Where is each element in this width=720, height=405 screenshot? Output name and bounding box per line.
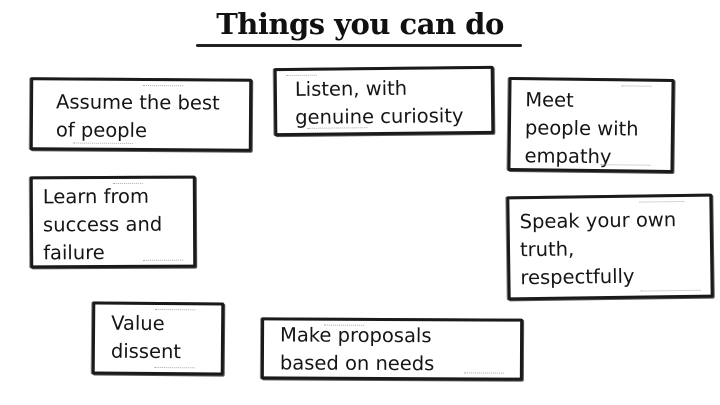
card-decoration [143, 259, 184, 261]
card-label: Make proposals based on needs [279, 323, 435, 376]
card-label: Listen, with genuine curiosity [294, 76, 464, 129]
card-meet-empathy: Meet people with empathy [507, 76, 675, 174]
title-underline [196, 44, 522, 47]
page-title: Things you can do [216, 7, 504, 41]
card-proposals: Make proposals based on needs [260, 317, 524, 381]
card-label: Learn from success and failure [42, 184, 163, 265]
card-assume-best: Assume the best of people [29, 77, 253, 152]
card-decoration [154, 366, 195, 369]
card-value-dissent: Value dissent [91, 301, 225, 376]
card-decoration [639, 200, 685, 203]
card-decoration [463, 372, 504, 374]
card-label: Speak your own truth, respectfully [519, 208, 677, 290]
card-label: Assume the best of people [55, 90, 220, 143]
card-label: Meet people with empathy [524, 88, 639, 169]
card-label: Value dissent [110, 311, 182, 364]
card-decoration [143, 85, 184, 87]
card-listen: Listen, with genuine curiosity [273, 65, 495, 137]
card-learn: Learn from success and failure [29, 175, 197, 269]
card-speak-truth: Speak your own truth, respectfully [506, 193, 714, 301]
card-decoration [640, 289, 701, 292]
